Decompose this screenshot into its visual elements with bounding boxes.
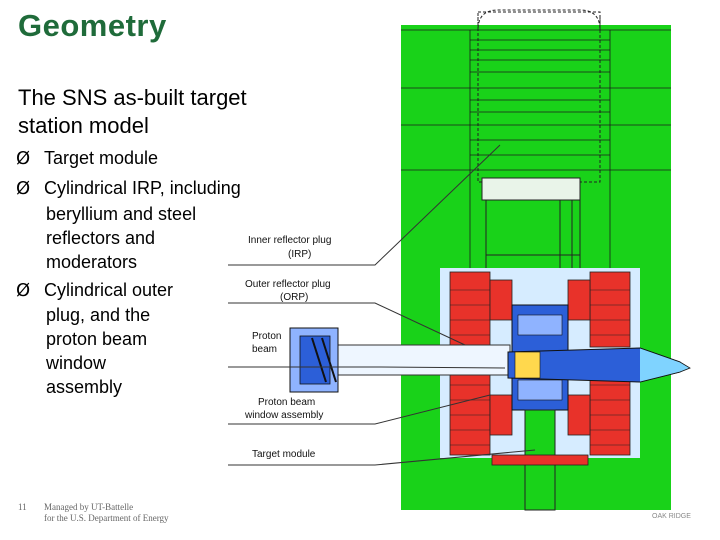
bullet-text: Cylindrical outer [44, 280, 174, 300]
label-irp-abbr: (IRP) [288, 249, 311, 260]
label-irp: Inner reflector plug [248, 235, 331, 246]
bullet-text: plug, and the [46, 305, 151, 325]
moderator [517, 314, 563, 336]
window-plate [311, 337, 327, 383]
page-number: 11 [18, 502, 27, 512]
label-orp: Outer reflector plug [245, 279, 331, 290]
bullet-text: proton beam [46, 329, 148, 349]
target-nose [514, 351, 541, 379]
bullet-text: window [46, 353, 107, 373]
bullet-irp: Ø Cylindrical IRP, including [16, 177, 241, 200]
bullet-text: Cylindrical IRP, including [44, 178, 241, 198]
red-reflector [449, 271, 631, 456]
window-plate [321, 337, 337, 383]
red-reflector-lines [450, 289, 630, 446]
ornl-logo: OAK RIDGE [652, 513, 691, 520]
bullet-text: Target module [44, 148, 159, 168]
bullet-arrow-icon: Ø [16, 280, 31, 301]
bullet-continuation: beryllium and steel reflectors and moder… [46, 202, 196, 274]
top-dashed-outline [477, 9, 601, 31]
label-target-module: Target module [252, 449, 316, 460]
callout-lines [228, 144, 536, 466]
bullet-continuation: plug, and the proton beam window assembl… [46, 303, 150, 399]
moderator [517, 379, 563, 401]
bullet-orp: Ø Cylindrical outer [16, 279, 173, 302]
bullet-text: reflectors and [46, 228, 156, 248]
label-orp-abbr: (ORP) [280, 292, 308, 303]
bullet-text: beryllium and steel [46, 204, 197, 224]
bullet-text: assembly [46, 377, 123, 397]
shaft-cap [481, 177, 581, 201]
slide-title: Geometry [18, 8, 167, 43]
bullet-arrow-icon: Ø [16, 178, 31, 199]
subtitle-line: The SNS as-built target [18, 85, 247, 110]
footer-line: for the U.S. Department of Energy [44, 513, 169, 523]
red-base [491, 454, 589, 466]
target-module-end [639, 347, 691, 383]
shield-layer-lines [401, 29, 671, 270]
label-proton: Proton [252, 331, 281, 342]
bullet-target-module: Ø Target module [16, 147, 158, 170]
bullet-arrow-icon: Ø [16, 148, 31, 169]
label-proton-beam: Proton beam [258, 397, 315, 408]
label-window-assembly: window assembly [244, 410, 323, 421]
bullet-text: moderators [46, 252, 138, 272]
footer-line: Managed by UT-Battelle [44, 502, 134, 512]
slide-subtitle: The SNS as-built target station model [18, 84, 308, 140]
label-beam: beam [252, 344, 277, 355]
subtitle-line: station model [18, 113, 149, 138]
beam-window-inner [299, 335, 331, 385]
irp-shaft [485, 199, 581, 273]
